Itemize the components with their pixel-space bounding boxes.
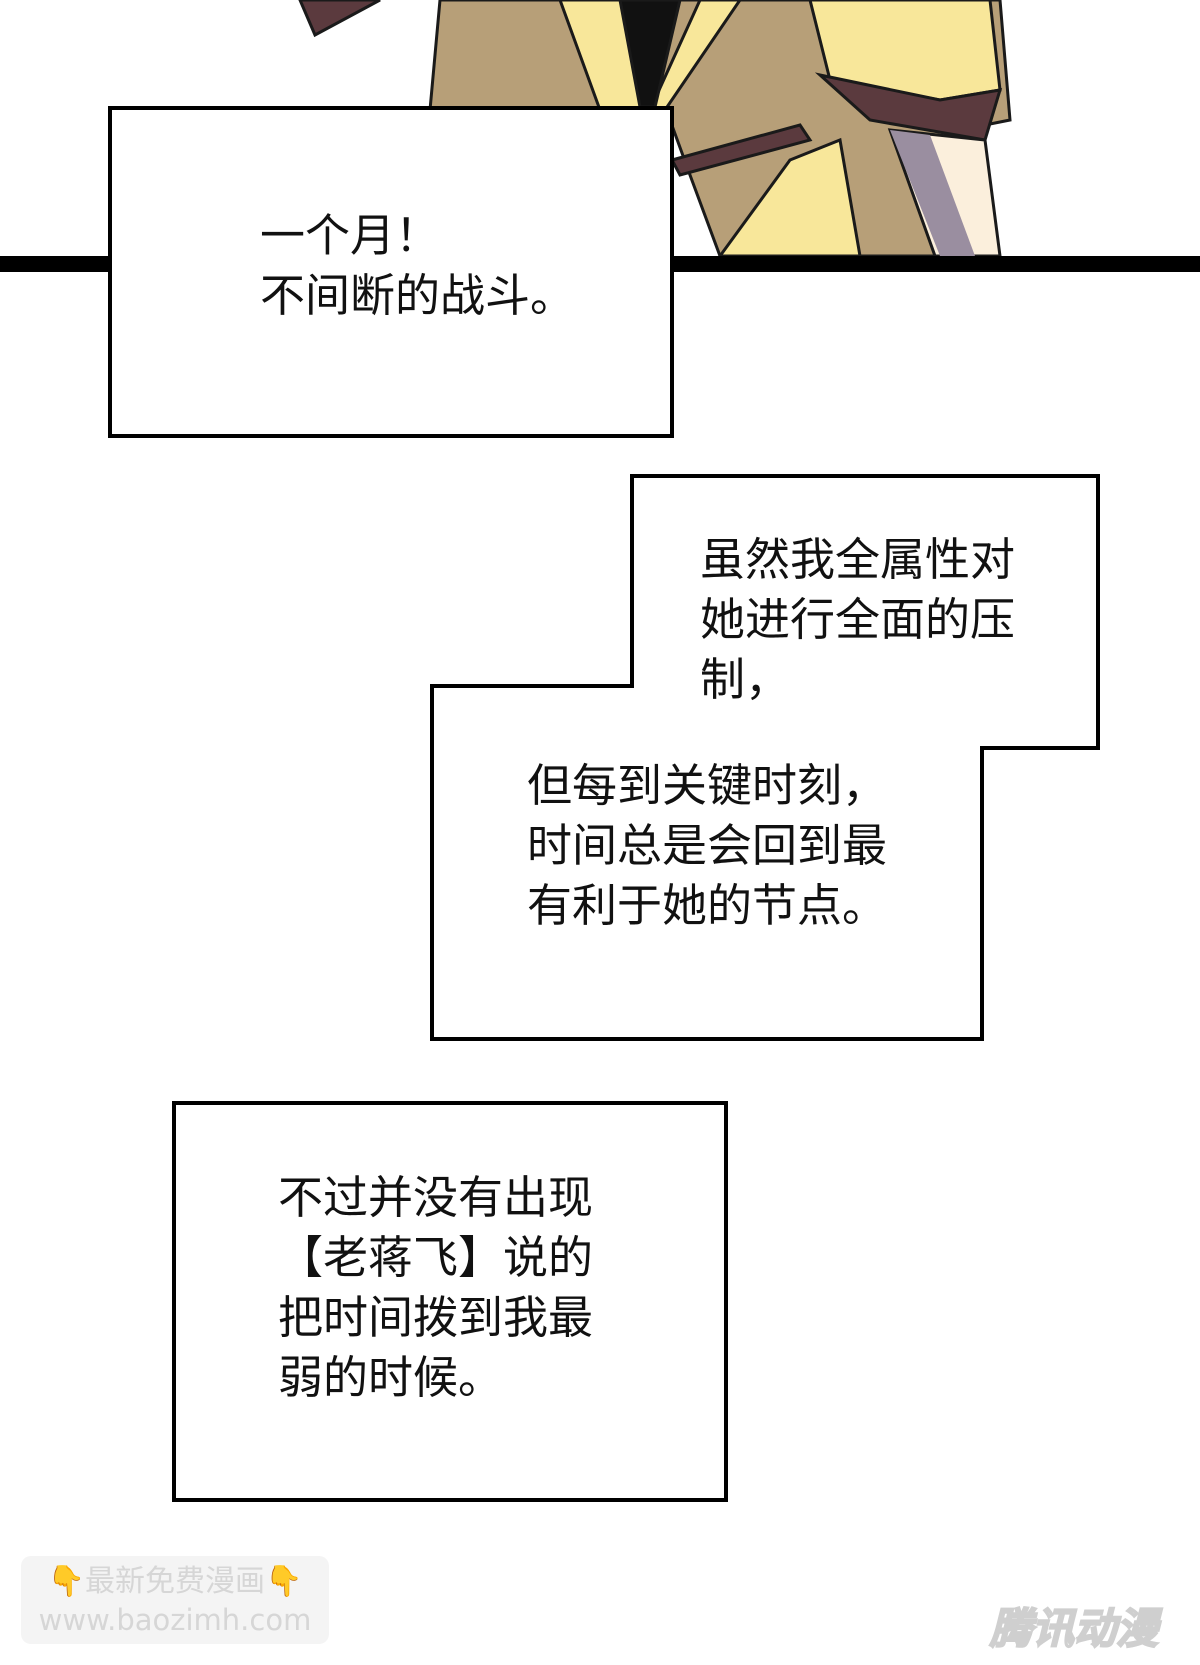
pointing-down-hand-icon: 👇 <box>265 1564 303 1599</box>
caption-box-1 <box>108 106 674 438</box>
caption-box-3 <box>172 1101 728 1502</box>
caption-text-1: 一个月！ 不间断的战斗。 <box>260 209 576 322</box>
caption-text-2b: 但每到关键时刻， 时间总是会回到最 有利于她的节点。 <box>527 759 888 932</box>
publisher-logo: 腾讯动漫 <box>989 1603 1159 1654</box>
character-illustration <box>298 0 1012 258</box>
caption-text-2a: 虽然我全属性对 她进行全面的压 制， <box>700 533 1016 706</box>
caption-box-2 <box>430 474 1100 1041</box>
pointing-down-hand-icon: 👇 <box>47 1564 85 1599</box>
caption-text-3: 不过并没有出现 【老蒋飞】说的 把时间拨到我最 弱的时候。 <box>278 1171 594 1404</box>
watermark-url: www.baozimh.com <box>38 1603 312 1637</box>
watermark-box: 👇最新免费漫画👇 www.baozimh.com <box>21 1556 329 1644</box>
watermark-line1: 最新免费漫画 <box>85 1564 265 1599</box>
